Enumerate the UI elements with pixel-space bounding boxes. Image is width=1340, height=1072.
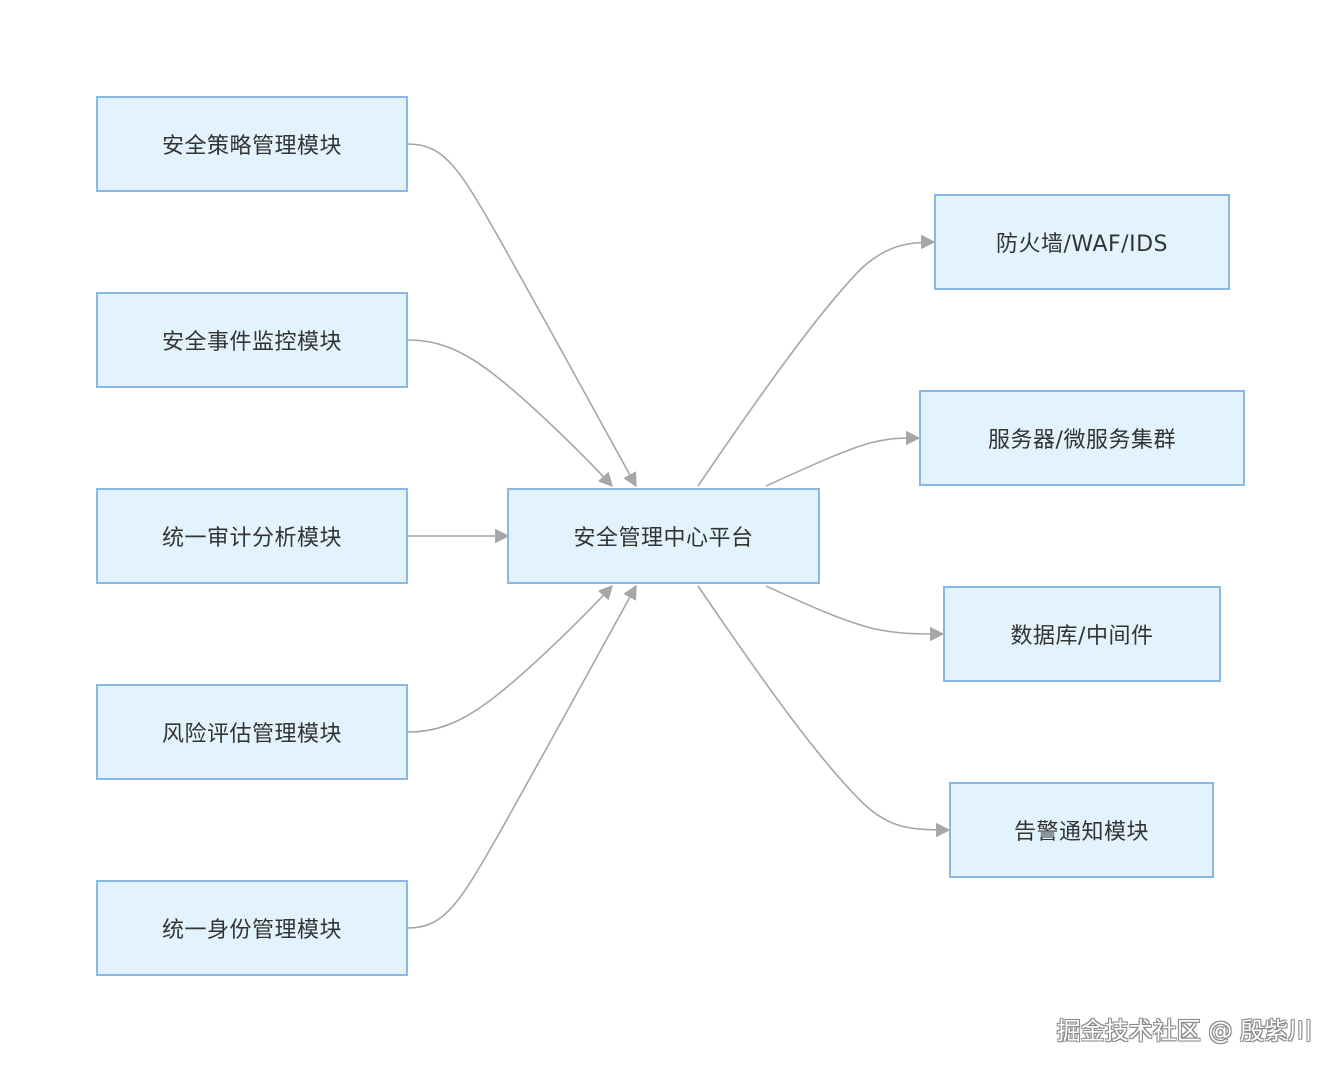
node-alert[interactable]: 告警通知模块 <box>949 782 1214 878</box>
node-unified-identity[interactable]: 统一身份管理模块 <box>96 880 408 976</box>
node-database[interactable]: 数据库/中间件 <box>943 586 1221 682</box>
edge-event-to-center <box>407 339 613 488</box>
edge-center-to-database <box>765 585 945 642</box>
node-firewall[interactable]: 防火墙/WAF/IDS <box>934 194 1230 290</box>
node-label: 风险评估管理模块 <box>161 722 342 747</box>
node-label: 数据库/中间件 <box>1010 624 1154 649</box>
edge-center-to-alert <box>697 585 951 838</box>
node-security-policy[interactable]: 安全策略管理模块 <box>96 96 408 192</box>
node-label: 告警通知模块 <box>1013 820 1149 845</box>
node-servers[interactable]: 服务器/微服务集群 <box>919 390 1245 486</box>
node-unified-audit[interactable]: 统一审计分析模块 <box>96 488 408 584</box>
node-label: 安全事件监控模块 <box>161 330 342 355</box>
edge-identity-to-center <box>407 584 637 929</box>
edge-center-to-servers <box>765 430 921 487</box>
edge-risk-to-center <box>407 584 613 733</box>
node-label: 统一身份管理模块 <box>161 918 342 943</box>
node-label: 安全策略管理模块 <box>161 134 342 159</box>
node-security-event-monitor[interactable]: 安全事件监控模块 <box>96 292 408 388</box>
node-label: 统一审计分析模块 <box>161 526 342 551</box>
node-risk-assessment[interactable]: 风险评估管理模块 <box>96 684 408 780</box>
edge-policy-to-center <box>407 143 637 488</box>
node-label: 安全管理中心平台 <box>573 526 754 551</box>
node-label: 服务器/微服务集群 <box>988 428 1176 453</box>
watermark: 掘金技术社区 @ 殷紫川 <box>1056 1017 1312 1045</box>
node-security-center[interactable]: 安全管理中心平台 <box>507 488 820 584</box>
node-label: 防火墙/WAF/IDS <box>996 232 1168 257</box>
edge-center-to-firewall <box>697 234 936 487</box>
